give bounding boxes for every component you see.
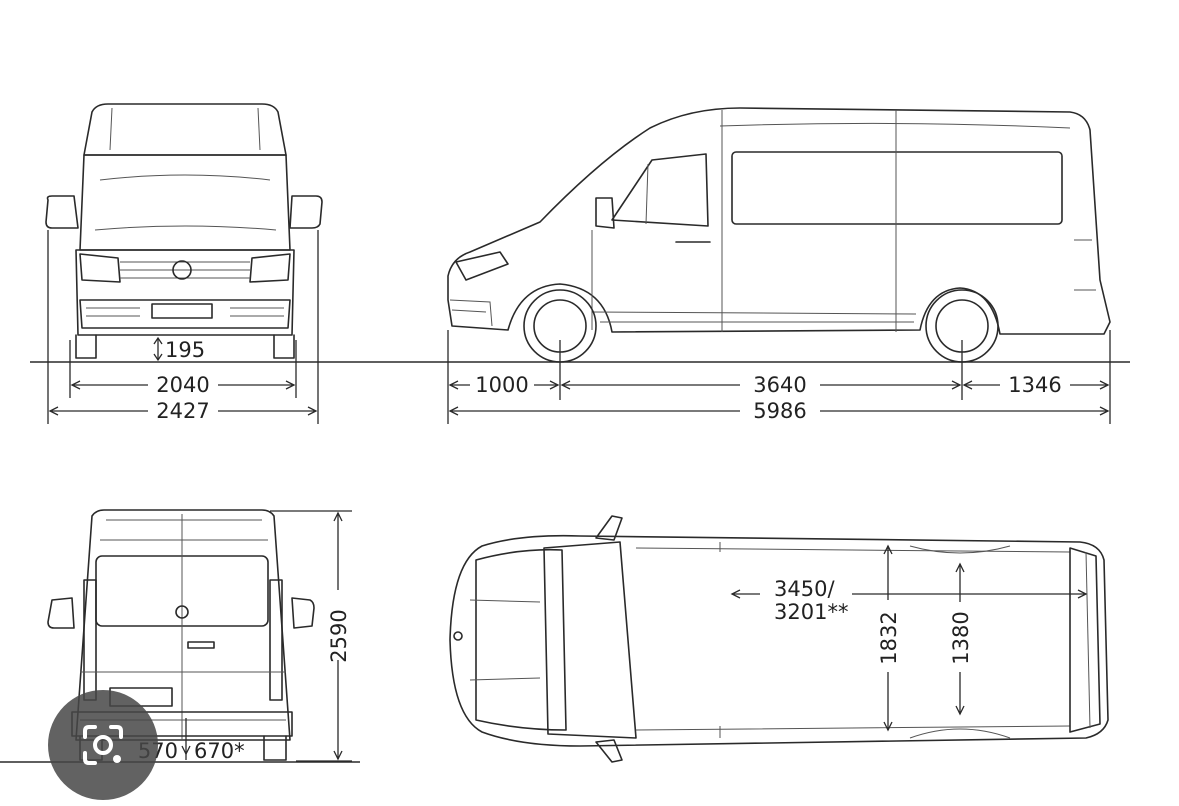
side-dimensions <box>447 330 1111 424</box>
dim-rear-overall-height: 2590 <box>327 609 351 662</box>
dim-side-front-overhang: 1000 <box>475 373 528 397</box>
dim-side-wheelbase: 3640 <box>753 373 806 397</box>
dim-side-rear-overhang: 1346 <box>1008 373 1061 397</box>
rear-dimensions <box>181 510 352 762</box>
dim-front-track-width: 2040 <box>156 373 209 397</box>
dim-front-ground-clearance: 195 <box>165 338 205 362</box>
dim-top-cargo-length-2: 3201** <box>774 600 848 624</box>
lens-search-button[interactable] <box>48 690 158 800</box>
dim-rear-load-sill-high: 670* <box>194 739 245 763</box>
front-view <box>45 103 323 359</box>
top-dimensions <box>730 544 1088 732</box>
top-view <box>449 515 1109 763</box>
front-dimensions <box>47 230 319 424</box>
lens-search-icon <box>83 725 123 765</box>
dim-front-overall-width: 2427 <box>156 399 209 423</box>
dim-top-cargo-width: 1832 <box>877 611 901 664</box>
side-view <box>447 107 1111 363</box>
dim-top-cargo-length-1: 3450/ <box>774 577 835 601</box>
dim-top-width-between-arches: 1380 <box>949 611 973 664</box>
dim-side-overall-length: 5986 <box>753 399 806 423</box>
